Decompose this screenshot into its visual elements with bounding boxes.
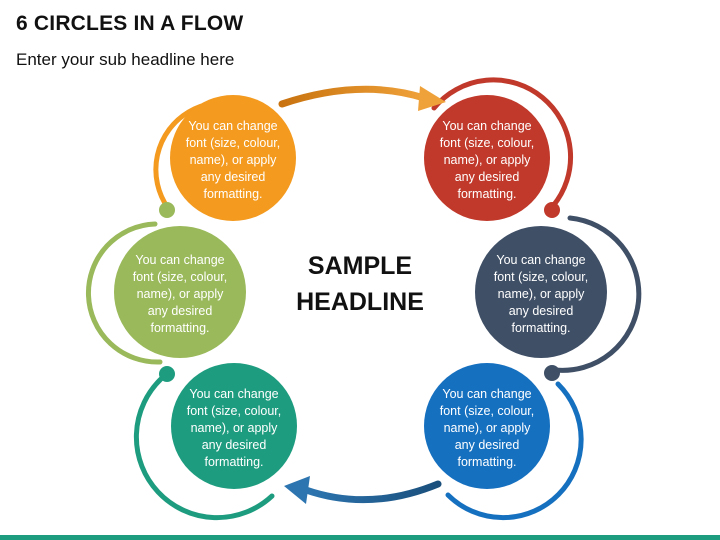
- circle-node-bottom-right: [424, 363, 584, 521]
- circle-node-middle-right: [475, 215, 642, 381]
- page-title: 6 CIRCLES IN A FLOW: [16, 12, 244, 35]
- circle-text-top-left: You can change font (size, colour, name)…: [185, 119, 281, 201]
- circle-text-middle-right: You can change font (size, colour, name)…: [493, 253, 589, 335]
- circle-node-middle-left: [86, 221, 246, 365]
- center-headline: SAMPLE HEADLINE: [270, 248, 450, 320]
- circle-text-top-right: You can change font (size, colour, name)…: [439, 119, 535, 201]
- ring-arc-top-right: [431, 77, 574, 209]
- center-headline-line2: HEADLINE: [296, 288, 424, 316]
- circle-node-bottom-left: [133, 363, 297, 521]
- circle-fill-top-right: [424, 95, 550, 221]
- flow-arrow-bottom: [284, 476, 442, 504]
- ring-dot-top-left: [159, 202, 175, 218]
- circle-node-top-left: [153, 95, 296, 221]
- circle-node-top-right: [424, 77, 574, 221]
- ring-arc-middle-right: [552, 215, 642, 373]
- ring-arc-bottom-left: [133, 375, 275, 521]
- circle-fill-middle-right: [475, 226, 607, 358]
- circle-fill-top-left: [170, 95, 296, 221]
- ring-dot-middle-right: [544, 365, 560, 381]
- circle-text-bottom-right: You can change font (size, colour, name)…: [439, 387, 535, 469]
- center-headline-line1: SAMPLE: [307, 252, 413, 280]
- ring-dot-bottom-left: [159, 366, 175, 382]
- bottom-accent-bar: [0, 535, 720, 540]
- circle-text-middle-left: You can change font (size, colour, name)…: [132, 253, 228, 335]
- circle-fill-middle-left: [114, 226, 246, 358]
- flow-arrow-top: [278, 85, 446, 111]
- page-subtitle: Enter your sub headline here: [16, 50, 235, 69]
- ring-arc-middle-left: [86, 221, 163, 365]
- ring-arc-bottom-right: [445, 381, 584, 521]
- ring-dot-top-right: [544, 202, 560, 218]
- circle-fill-bottom-right: [424, 363, 550, 489]
- circle-fill-bottom-left: [171, 363, 297, 489]
- circle-text-bottom-left: You can change font (size, colour, name)…: [186, 387, 282, 469]
